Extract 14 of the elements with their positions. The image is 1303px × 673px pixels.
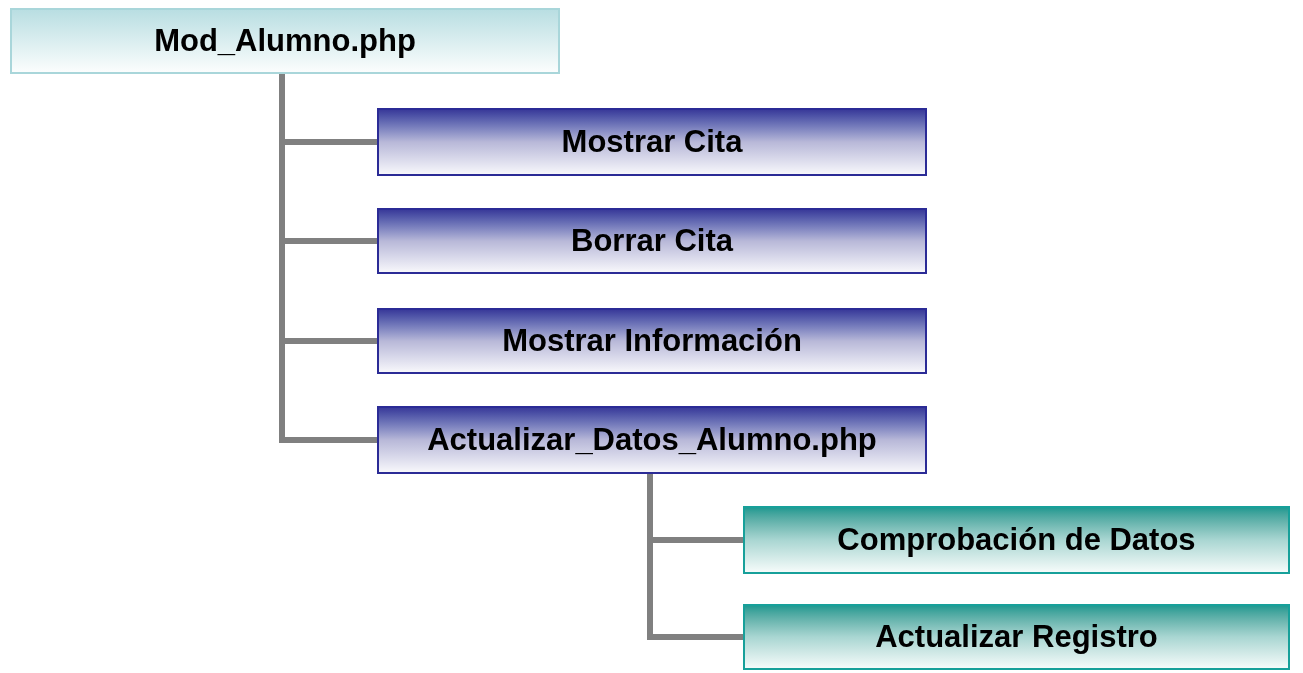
bevel-box	[10, 8, 560, 74]
bevel-box	[377, 308, 927, 374]
box-label: Comprobación de Datos	[837, 520, 1196, 559]
bevel-box	[377, 108, 927, 176]
box-label: Borrar Cita	[571, 221, 733, 260]
box-label: Mostrar Información	[502, 321, 802, 360]
bevel-box	[743, 604, 1290, 670]
box-label: Actualizar Registro	[875, 617, 1158, 656]
box-label: Mod_Alumno.php	[154, 21, 416, 60]
bevel-box	[377, 406, 927, 474]
box-label: Mostrar Cita	[561, 122, 743, 161]
bevel-box	[377, 208, 927, 274]
bevel-box	[743, 506, 1290, 574]
box-label: Actualizar_Datos_Alumno.php	[427, 420, 877, 459]
